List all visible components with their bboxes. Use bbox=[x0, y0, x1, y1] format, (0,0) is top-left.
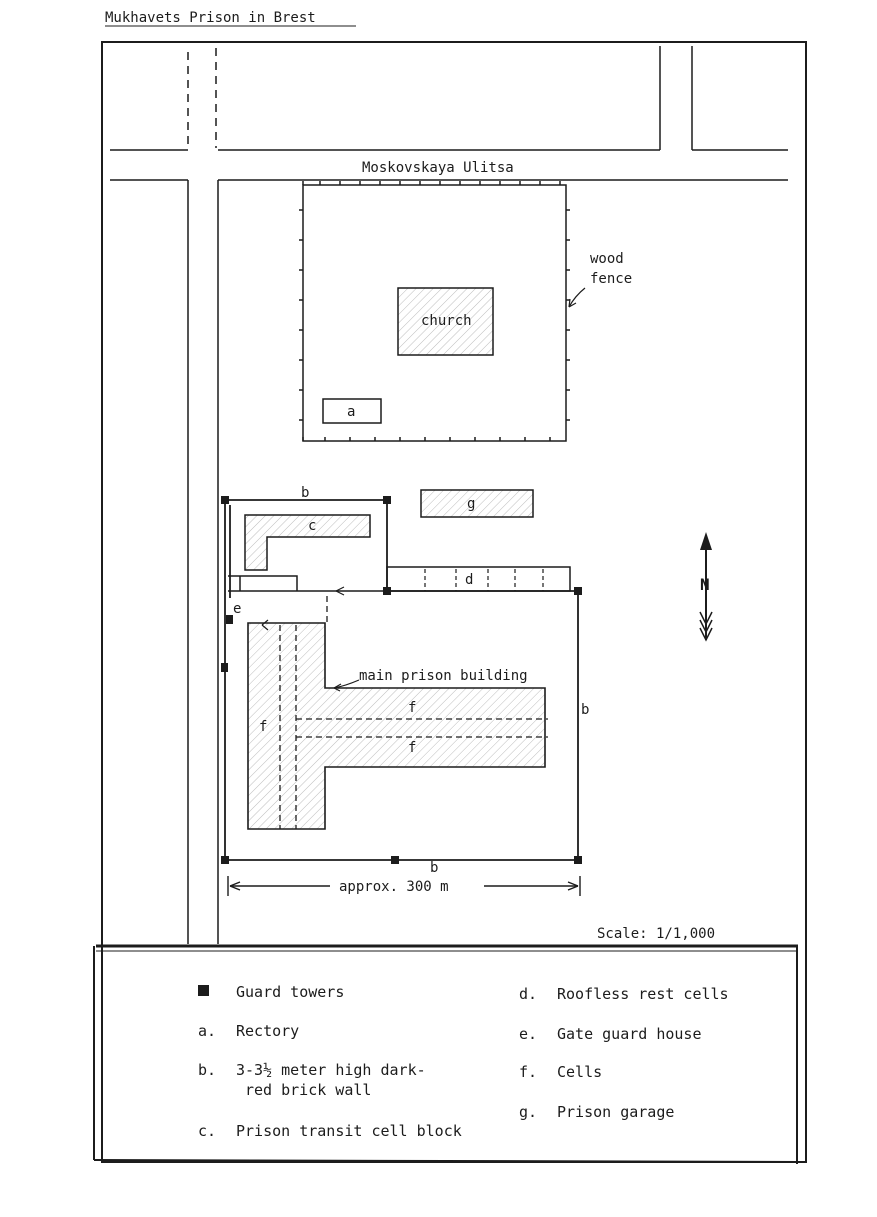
legend-c-text: Prison transit cell block bbox=[236, 1122, 462, 1140]
label-f-left: f bbox=[259, 719, 267, 735]
legend-e-text: Gate guard house bbox=[557, 1025, 702, 1043]
distance-arrow bbox=[227, 876, 581, 896]
label-e: e bbox=[233, 601, 241, 617]
map-title: Mukhavets Prison in Brest bbox=[105, 10, 316, 26]
church-building bbox=[397, 287, 494, 356]
streets bbox=[110, 46, 788, 944]
legend-c-key: c. bbox=[198, 1122, 216, 1140]
legend-a-text: Rectory bbox=[236, 1022, 299, 1040]
label-b-top: b bbox=[301, 485, 309, 501]
legend-d-text: Roofless rest cells bbox=[557, 985, 729, 1003]
label-north: N bbox=[700, 575, 710, 594]
corridors bbox=[279, 596, 548, 829]
legend-g-text: Prison garage bbox=[557, 1103, 674, 1121]
garage-building bbox=[420, 489, 534, 518]
transit-cell-block bbox=[244, 514, 371, 571]
legend-b-text-1: 3-3½ meter high dark- bbox=[236, 1061, 426, 1079]
gate-structure bbox=[228, 575, 387, 592]
label-fence: fence bbox=[590, 271, 632, 287]
label-church: church bbox=[421, 313, 472, 329]
legend-d-key: d. bbox=[519, 985, 537, 1003]
street-name: Moskovskaya Ulitsa bbox=[362, 160, 514, 176]
legend-b-key: b. bbox=[198, 1061, 216, 1079]
legend-b-text-2: red brick wall bbox=[245, 1081, 371, 1099]
label-g: g bbox=[467, 496, 475, 512]
label-scale: Scale: 1/1,000 bbox=[597, 926, 715, 942]
fence-pointer bbox=[568, 287, 586, 308]
label-c: c bbox=[308, 518, 316, 534]
label-f-lower: f bbox=[408, 740, 416, 756]
label-distance: approx. 300 m bbox=[339, 879, 449, 895]
label-a: a bbox=[347, 404, 355, 420]
label-b-right: b bbox=[581, 702, 589, 718]
north-arrow-icon bbox=[699, 532, 713, 642]
main-prison-building bbox=[247, 622, 546, 830]
legend-towers: Guard towers bbox=[236, 983, 344, 1001]
label-d: d bbox=[465, 572, 473, 588]
rest-cells bbox=[386, 566, 571, 592]
rectory-building bbox=[322, 398, 382, 424]
legend-e-key: e. bbox=[519, 1025, 537, 1043]
label-b-bottom: b bbox=[430, 860, 438, 876]
label-main-building: main prison building bbox=[359, 668, 528, 684]
wood-fence bbox=[299, 181, 570, 442]
label-f-upper: f bbox=[408, 700, 416, 716]
legend-f-key: f. bbox=[519, 1063, 537, 1081]
legend-a-key: a. bbox=[198, 1022, 216, 1040]
legend-f-text: Cells bbox=[557, 1063, 602, 1081]
guard-tower-legend-icon bbox=[198, 985, 209, 996]
legend-g-key: g. bbox=[519, 1103, 537, 1121]
label-wood: wood bbox=[590, 251, 624, 267]
building-pointer bbox=[333, 679, 360, 689]
